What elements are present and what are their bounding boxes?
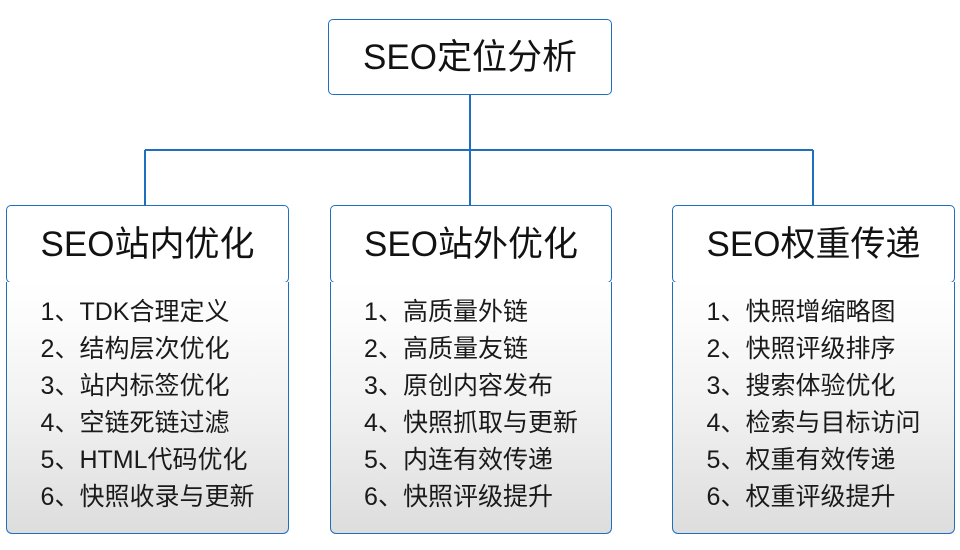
branch-inner-header[interactable]: SEO站内优化 — [6, 205, 289, 283]
branch-outer-list: 1、高质量外链 2、高质量友链 3、原创内容发布 4、快照抓取与更新 5、内连有… — [364, 294, 578, 516]
root-node[interactable]: SEO定位分析 — [328, 19, 612, 95]
list-item: 2、高质量友链 — [364, 335, 528, 363]
branch-outer-header[interactable]: SEO站外优化 — [330, 205, 612, 283]
list-item: 6、快照收录与更新 — [40, 483, 255, 511]
root-node-label: SEO定位分析 — [363, 37, 577, 77]
list-item: 1、TDK合理定义 — [40, 298, 230, 326]
branch-inner: SEO站内优化 1、TDK合理定义 2、结构层次优化 3、站内标签优化 4、空链… — [6, 205, 289, 534]
list-item: 2、结构层次优化 — [40, 335, 230, 363]
branch-outer-title: SEO站外优化 — [364, 224, 578, 264]
list-item: 1、高质量外链 — [364, 298, 528, 326]
branch-weight-title: SEO权重传递 — [706, 224, 921, 264]
branch-weight: SEO权重传递 1、快照增缩略图 2、快照评级排序 3、搜索体验优化 4、检索与… — [672, 205, 955, 534]
list-item: 6、权重评级提升 — [706, 483, 896, 511]
list-item: 5、权重有效传递 — [706, 446, 896, 474]
list-item: 3、搜索体验优化 — [706, 372, 896, 400]
list-item: 5、HTML代码优化 — [40, 446, 248, 474]
branch-weight-list: 1、快照增缩略图 2、快照评级排序 3、搜索体验优化 4、检索与目标访问 5、权… — [707, 294, 921, 516]
list-item: 4、空链死链过滤 — [40, 409, 230, 437]
branch-inner-list: 1、TDK合理定义 2、结构层次优化 3、站内标签优化 4、空链死链过滤 5、H… — [41, 294, 255, 516]
list-item: 1、快照增缩略图 — [706, 298, 896, 326]
list-item: 4、快照抓取与更新 — [364, 409, 578, 437]
branch-inner-title: SEO站内优化 — [40, 224, 255, 264]
list-item: 5、内连有效传递 — [364, 446, 553, 474]
list-item: 3、原创内容发布 — [364, 372, 553, 400]
list-item: 2、快照评级排序 — [706, 335, 896, 363]
branch-inner-body: 1、TDK合理定义 2、结构层次优化 3、站内标签优化 4、空链死链过滤 5、H… — [6, 282, 289, 534]
list-item: 3、站内标签优化 — [40, 372, 230, 400]
branch-weight-body: 1、快照增缩略图 2、快照评级排序 3、搜索体验优化 4、检索与目标访问 5、权… — [672, 282, 955, 534]
branch-weight-header[interactable]: SEO权重传递 — [672, 205, 955, 283]
list-item: 4、检索与目标访问 — [706, 409, 921, 437]
branch-outer-body: 1、高质量外链 2、高质量友链 3、原创内容发布 4、快照抓取与更新 5、内连有… — [330, 282, 612, 534]
list-item: 6、快照评级提升 — [364, 483, 553, 511]
branch-outer: SEO站外优化 1、高质量外链 2、高质量友链 3、原创内容发布 4、快照抓取与… — [330, 205, 612, 534]
